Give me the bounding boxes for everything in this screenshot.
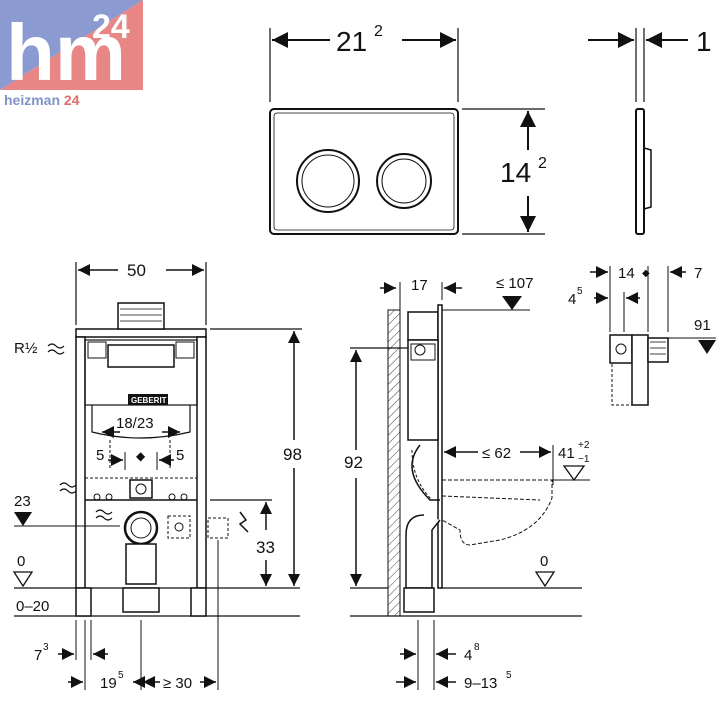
floor-range-label: 0–20 bbox=[16, 598, 49, 615]
post-offset-sup: 3 bbox=[43, 642, 49, 653]
detail-h91-label: 91 bbox=[694, 317, 711, 334]
plate-height-label: 14 bbox=[500, 157, 531, 188]
detail-w4-label: 4 bbox=[568, 291, 576, 308]
plate-width-sup: 2 bbox=[374, 23, 383, 40]
flush-plate-front bbox=[269, 108, 459, 235]
logo-word-number: 24 bbox=[63, 92, 80, 108]
side-h41-minus: −1 bbox=[578, 454, 590, 465]
side-h41-plus: +2 bbox=[578, 440, 590, 451]
side-d4-sup: 8 bbox=[474, 642, 480, 653]
height-33-label: 33 bbox=[256, 538, 275, 557]
plate-depth-label: 1 bbox=[696, 26, 712, 57]
min-distance-label: ≥ 30 bbox=[163, 675, 192, 692]
side-range-label: 9–13 bbox=[464, 675, 497, 692]
plate-width-label: 21 bbox=[336, 26, 367, 57]
heizman24-logo: hm 24 heizman 24 bbox=[0, 0, 143, 113]
detail-w4-sup: 5 bbox=[577, 286, 583, 297]
plate-height-sup: 2 bbox=[538, 155, 547, 172]
side-height-92-label: 92 bbox=[344, 453, 363, 472]
detail-center-mark: ◆ bbox=[642, 268, 650, 279]
side-max-62-label: ≤ 62 bbox=[482, 445, 511, 462]
side-level-label: 0 bbox=[540, 553, 548, 570]
logo-wordmark: heizman 24 bbox=[4, 92, 79, 108]
bottom-offset-sup: 5 bbox=[118, 670, 124, 681]
post-offset-label: 7 bbox=[34, 647, 42, 664]
side-d4-label: 4 bbox=[464, 647, 472, 664]
front-width-label: 50 bbox=[127, 261, 146, 280]
side-range-sup: 5 bbox=[506, 670, 512, 681]
front-level-label: 0 bbox=[17, 553, 25, 570]
logo-mark-text: hm bbox=[6, 8, 126, 97]
logo-word-text: heizman bbox=[4, 92, 61, 108]
frame-front-view: GEBERIT bbox=[14, 302, 300, 617]
detail-w14-label: 14 bbox=[618, 265, 635, 282]
logo-mark-number: 24 bbox=[92, 8, 130, 46]
center-mark: ◆ bbox=[136, 449, 146, 463]
flush-plate-side bbox=[635, 108, 652, 235]
offset-right-label: 5 bbox=[176, 447, 184, 464]
flush-button-large bbox=[296, 149, 360, 213]
supply-thread-label: R½ bbox=[14, 340, 38, 357]
bottom-offset-label: 19 bbox=[100, 675, 117, 692]
side-max-107-label: ≤ 107 bbox=[496, 275, 533, 292]
height-98-label: 98 bbox=[283, 445, 302, 464]
height-23-label: 23 bbox=[14, 493, 31, 510]
spacing-label: 18/23 bbox=[116, 415, 154, 432]
side-depth-label: 17 bbox=[411, 277, 428, 294]
detail-view bbox=[609, 334, 669, 406]
detail-w7-label: 7 bbox=[694, 265, 702, 282]
side-h41-label: 41 bbox=[558, 445, 575, 462]
geberit-badge: GEBERIT bbox=[131, 396, 167, 405]
offset-left-label: 5 bbox=[96, 447, 104, 464]
flush-button-small bbox=[376, 153, 432, 209]
frame-side-view bbox=[350, 304, 582, 617]
